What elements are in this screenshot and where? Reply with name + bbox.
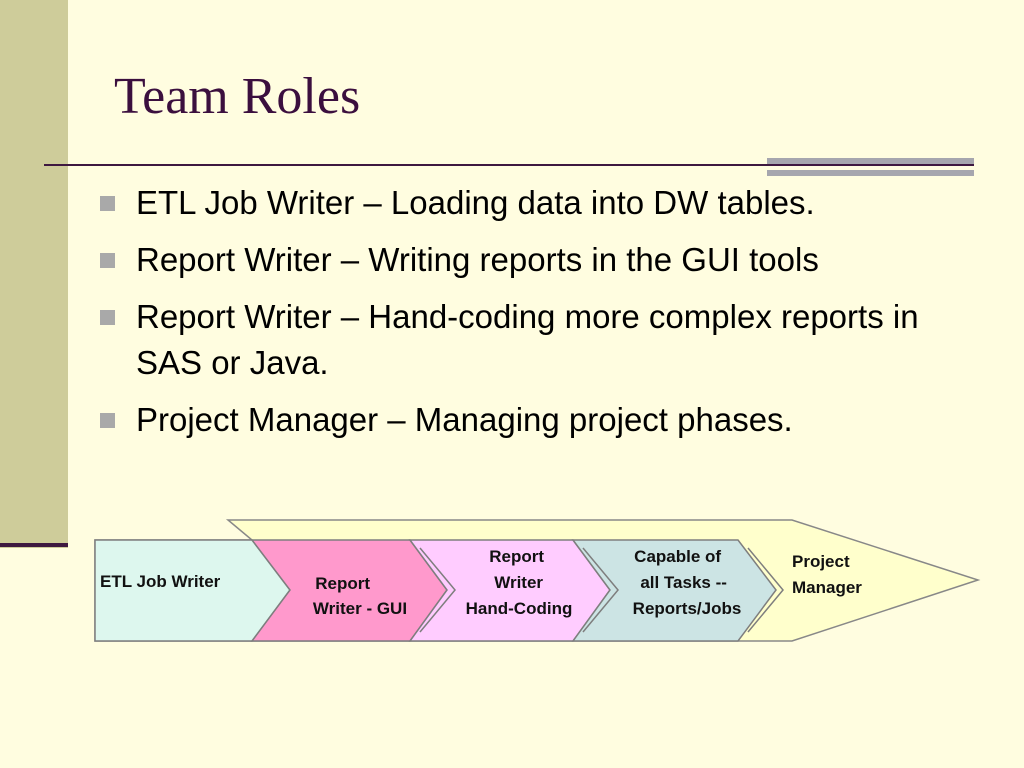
stage-label-line: Reports/Jobs [633,599,742,618]
bullet-item: Project Manager – Managing project phase… [98,397,978,443]
stage-label-line: Project [792,552,850,571]
stage-label-line: Report [315,574,370,593]
slide-title: Team Roles [114,68,361,125]
stage-label-line: Writer - GUI [313,599,407,618]
stage-label-project-manager: Project Manager [792,552,862,597]
stage-shape-capable-of-all-tasks [571,539,777,642]
left-band-rule [0,543,68,547]
bullet-item: Report Writer – Hand-coding more complex… [98,294,978,386]
bullet-item: Report Writer – Writing reports in the G… [98,237,978,283]
stage-label-line: Manager [792,578,862,597]
bullet-text: Report Writer – Hand-coding more complex… [136,298,919,381]
stage-label-line: Capable of [634,547,721,566]
bullet-list: ETL Job Writer – Loading data into DW ta… [98,180,978,454]
title-divider [44,164,974,166]
chevron-mark [747,547,784,633]
bullet-text: Project Manager – Managing project phase… [136,401,793,438]
stage-label-line: Hand-Coding [466,599,573,618]
stage-label-line: Writer [494,573,543,592]
chevron-mark [582,547,619,633]
stage-label-line: ETL Job Writer [100,572,221,591]
bullet-text: ETL Job Writer – Loading data into DW ta… [136,184,815,221]
stage-label-report-writer-hand-coding: Report Writer Hand-Coding [466,547,573,618]
square-bullet-icon [100,310,115,325]
square-bullet-icon [100,253,115,268]
chevron-mark [419,547,456,633]
stage-label-line: Report [489,547,544,566]
title-accent-bar-bottom [767,170,974,176]
title-accent-bar-top [767,158,974,164]
stage-label-report-writer-gui: Report Writer - GUI [313,574,407,618]
square-bullet-icon [100,413,115,428]
stage-label-capable-of-all-tasks: Capable of all Tasks -- Reports/Jobs [633,547,742,618]
stage-label-etl-job-writer: ETL Job Writer [100,572,221,591]
left-decorative-band [0,0,68,548]
square-bullet-icon [100,196,115,211]
bullet-text: Report Writer – Writing reports in the G… [136,241,819,278]
stage-label-line: all Tasks -- [640,573,727,592]
bullet-item: ETL Job Writer – Loading data into DW ta… [98,180,978,226]
